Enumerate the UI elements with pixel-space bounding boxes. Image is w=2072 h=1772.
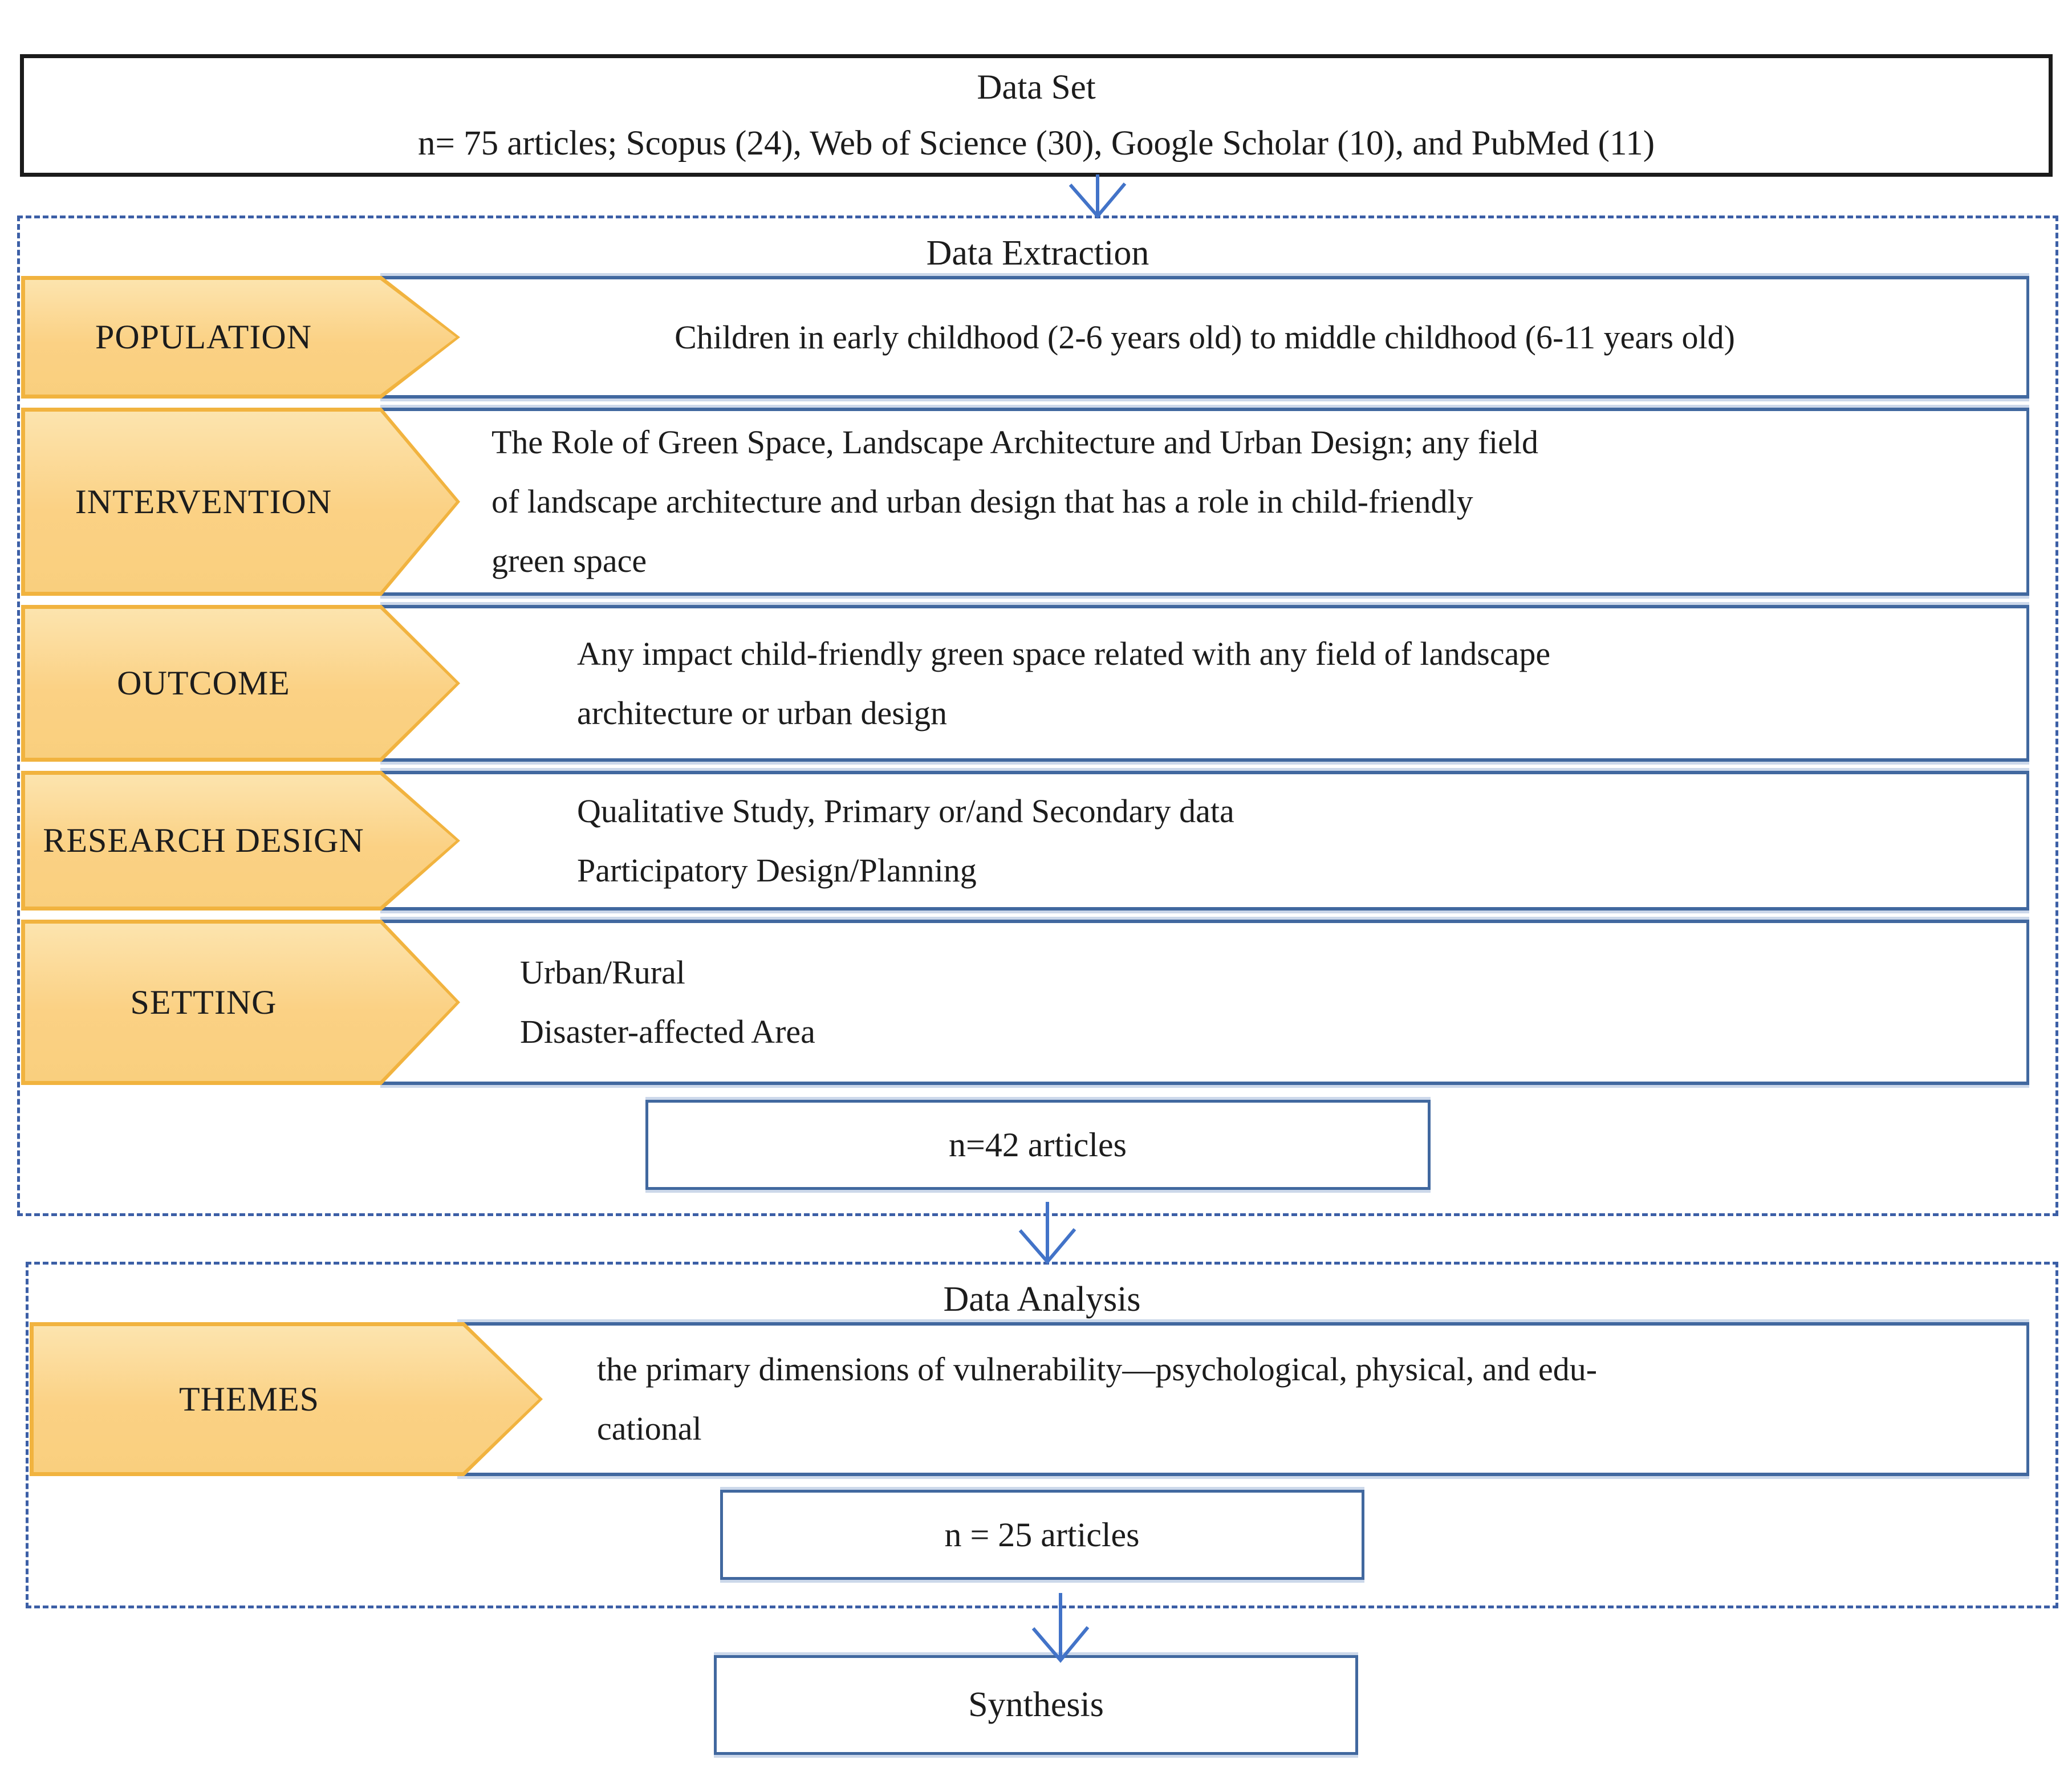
population-arrow-tag: POPULATION — [21, 276, 460, 399]
down-arrow-icon — [1018, 1202, 1076, 1265]
row-outcome: OUTCOME Any impact child-friendly green … — [21, 605, 2029, 762]
cell-line: architecture or urban design — [577, 694, 947, 731]
cell-line: Children in early childhood (2-6 years o… — [675, 318, 1735, 356]
cell-line: Urban/Rural — [520, 954, 685, 991]
row-population: POPULATION Children in early childhood (… — [21, 276, 2029, 399]
intervention-arrow-tag: INTERVENTION — [21, 408, 460, 596]
cell-line: Qualitative Study, Primary or/and Second… — [577, 792, 1234, 830]
tag-label: POPULATION — [95, 318, 312, 356]
row-themes: THEMES the primary dimensions of vulnera… — [30, 1322, 2029, 1476]
research-design-cell: Qualitative Study, Primary or/and Second… — [380, 771, 2029, 911]
intervention-cell: The Role of Green Space, Landscape Archi… — [380, 408, 2029, 596]
dataset-title: Data Set — [977, 68, 1096, 107]
synthesis-label: Synthesis — [968, 1685, 1104, 1724]
row-setting: SETTING Urban/Rural Disaster-affected Ar… — [21, 920, 2029, 1085]
cell-line: cational — [597, 1410, 702, 1447]
row-intervention: INTERVENTION The Role of Green Space, La… — [21, 408, 2029, 596]
tag-label: RESEARCH DESIGN — [43, 822, 364, 859]
themes-cell: the primary dimensions of vulnerability—… — [457, 1322, 2029, 1476]
article-count-box-42: n=42 articles — [645, 1100, 1431, 1190]
cell-line: Disaster-affected Area — [520, 1013, 815, 1050]
tag-label: SETTING — [130, 983, 277, 1021]
count-label: n = 25 articles — [944, 1515, 1140, 1554]
themes-arrow-tag: THEMES — [30, 1322, 543, 1476]
outcome-arrow-tag: OUTCOME — [21, 605, 460, 762]
cell-line: The Role of Green Space, Landscape Archi… — [491, 424, 1538, 461]
data-extraction-section: Data Extraction POPULATION Children in e… — [17, 216, 2058, 1216]
population-cell: Children in early childhood (2-6 years o… — [380, 276, 2029, 399]
research-design-arrow-tag: RESEARCH DESIGN — [21, 771, 460, 911]
section-title-analysis: Data Analysis — [943, 1280, 1141, 1319]
row-research-design: RESEARCH DESIGN Qualitative Study, Prima… — [21, 771, 2029, 911]
tag-label: THEMES — [179, 1380, 319, 1418]
down-arrow-icon — [1068, 174, 1127, 219]
article-count-box-25: n = 25 articles — [720, 1490, 1364, 1580]
tag-label: INTERVENTION — [75, 482, 332, 521]
cell-line: of landscape architecture and urban desi… — [491, 483, 1473, 520]
dataset-subtitle: n= 75 articles; Scopus (24), Web of Scie… — [417, 124, 1655, 162]
cell-line: Any impact child-friendly green space re… — [577, 635, 1551, 672]
setting-arrow-tag: SETTING — [21, 920, 460, 1085]
outcome-cell: Any impact child-friendly green space re… — [380, 605, 2029, 762]
tag-label: OUTCOME — [117, 664, 290, 702]
cell-line: Participatory Design/Planning — [577, 851, 977, 889]
dataset-box: Data Set n= 75 articles; Scopus (24), We… — [20, 54, 2053, 177]
data-analysis-section: Data Analysis THEMES the primary dimensi… — [26, 1262, 2058, 1608]
section-title-extraction: Data Extraction — [926, 234, 1149, 273]
down-arrow-icon — [1031, 1593, 1090, 1663]
cell-line: the primary dimensions of vulnerability—… — [597, 1351, 1598, 1388]
setting-cell: Urban/Rural Disaster-affected Area — [380, 920, 2029, 1085]
cell-line: green space — [491, 542, 647, 579]
count-label: n=42 articles — [948, 1125, 1127, 1164]
synthesis-box: Synthesis — [714, 1655, 1358, 1755]
